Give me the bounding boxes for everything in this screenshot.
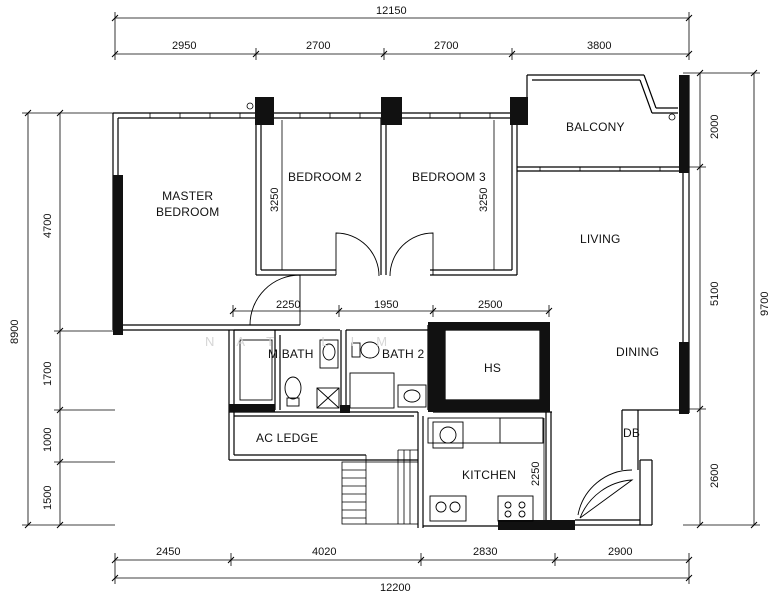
dim-kitchen-height: 2250	[530, 461, 542, 486]
dim-right-segment: 2000	[709, 114, 721, 139]
room-label-balcony: BALCONY	[566, 120, 625, 134]
dim-inner-row: 2500	[478, 299, 503, 311]
dimension-ticks	[24, 14, 758, 582]
dim-bottom-total: 12200	[380, 582, 411, 594]
dim-left-segment: 1700	[42, 361, 54, 386]
room-label-master-bath: M.BATH	[268, 347, 314, 361]
kitchen-fixtures	[427, 417, 544, 522]
dimension-lines	[22, 12, 760, 584]
dim-top-total: 12150	[376, 5, 407, 17]
room-label-master-line2: BEDROOM	[156, 205, 220, 219]
window-ticks	[149, 113, 661, 171]
dim-bedroom-2-height: 3250	[269, 187, 281, 212]
room-label-bedroom-3: BEDROOM 3	[412, 170, 486, 184]
room-label-master-line1: MASTER	[162, 189, 214, 203]
dim-bottom-segment: 2830	[473, 546, 498, 558]
dim-left-segment: 1000	[42, 427, 54, 452]
columns	[113, 75, 689, 530]
room-label-kitchen: KITCHEN	[462, 468, 517, 482]
dim-left-segment: 1500	[42, 485, 54, 510]
downpipe-icon	[668, 113, 676, 121]
dim-bottom-segment: 4020	[312, 546, 337, 558]
dim-top-segment: 2700	[306, 40, 331, 52]
dim-right-total: 9700	[759, 291, 771, 316]
room-label-living: LIVING	[580, 232, 621, 246]
dim-inner-row: 2250	[276, 299, 301, 311]
room-label-dining: DINING	[616, 345, 660, 359]
dim-top-segment: 2700	[434, 40, 459, 52]
dim-bottom-segment: 2450	[156, 546, 181, 558]
dim-inner-row: 1950	[374, 299, 399, 311]
staircase-grille	[341, 449, 419, 525]
door-swings	[249, 232, 634, 519]
room-label-household-shelter: HS	[484, 361, 502, 375]
dim-left-segment: 4700	[42, 213, 54, 238]
room-label-bedroom-2: BEDROOM 2	[288, 170, 362, 184]
dim-top-segment: 3800	[587, 40, 612, 52]
downpipe-icon	[246, 102, 254, 110]
room-label-bath-2: BATH 2	[382, 347, 425, 361]
dim-bedroom-3-height: 3250	[478, 187, 490, 212]
dim-left-total: 8900	[9, 319, 21, 344]
room-label-ac-ledge: AC LEDGE	[256, 431, 319, 445]
room-label-distribution-board: DB	[623, 426, 641, 440]
dim-right-segment: 2600	[709, 463, 721, 488]
bath-fixtures	[239, 339, 427, 409]
dim-top-segment: 2950	[172, 40, 197, 52]
watermark: NAT LIM	[205, 334, 410, 349]
room-label-master-bedroom: MASTER BEDROOM	[156, 190, 219, 218]
dim-right-segment: 5100	[709, 281, 721, 306]
dim-bottom-segment: 2900	[608, 546, 633, 558]
